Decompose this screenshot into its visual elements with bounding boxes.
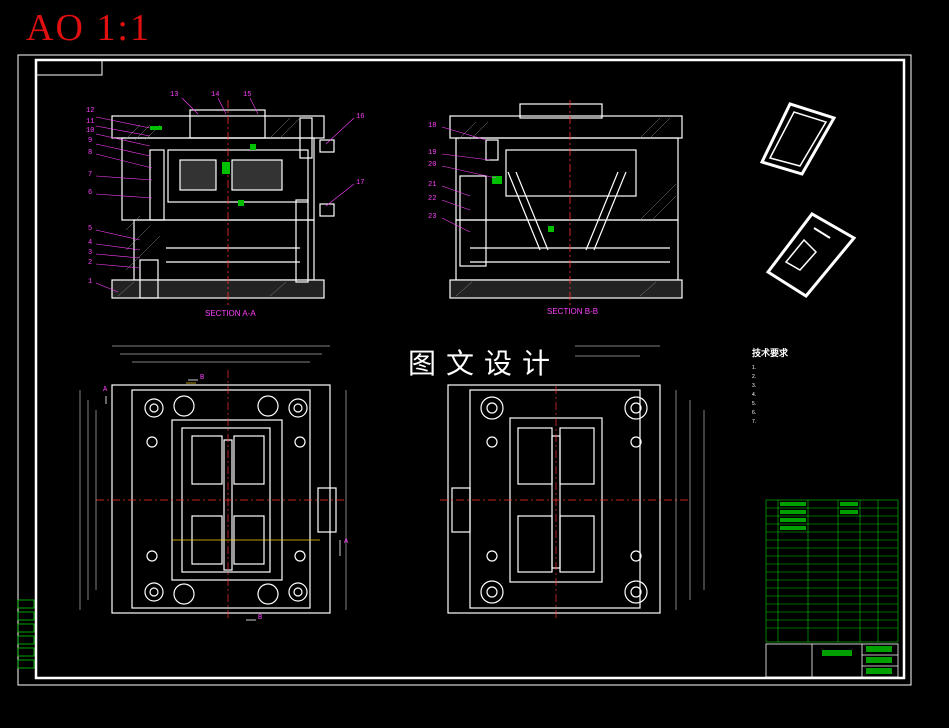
part-number-6: 6 (88, 189, 93, 197)
part-number-2: 2 (88, 259, 93, 267)
section-b-b-hatch (455, 117, 677, 297)
tech-requirements-list: 1. 2. 3. 4. 5. 6. 7. (752, 364, 900, 427)
part-number-4: 4 (88, 239, 93, 247)
part-number-22: 22 (428, 195, 437, 203)
plan-left-dimensions (79, 345, 347, 610)
plan-view-left-pins (144, 395, 308, 605)
cut-lines (105, 379, 341, 621)
part-number-16: 16 (356, 113, 365, 121)
part-number-23: 23 (428, 213, 437, 221)
plan-view-right-pins (480, 396, 648, 604)
section-b-b-view (449, 103, 683, 299)
cut-mark-a-bottom: A (344, 538, 349, 546)
section-a-a-view (111, 109, 335, 299)
tech-requirement-item: 3. (752, 383, 757, 389)
part-number-15: 15 (243, 91, 252, 99)
part-number-19: 19 (428, 149, 437, 157)
part-number-18: 18 (428, 122, 437, 130)
watermark-text: 图文设计 (393, 344, 575, 384)
title-block-fills (780, 502, 892, 674)
tech-requirements-title: 技术要求 (752, 348, 789, 358)
section-b-b-label: SECTION B-B (547, 307, 599, 316)
tech-requirement-item: 7. (752, 419, 757, 425)
tech-requirement-item: 5. (752, 401, 757, 407)
plan-left-yellow-marks (172, 382, 320, 541)
section-a-a-green-marks (150, 126, 256, 206)
plan-view-left (111, 384, 337, 614)
part-iso-2 (765, 212, 857, 298)
part-number-13: 13 (170, 91, 179, 99)
inner-frame (34, 58, 906, 680)
part-number-3: 3 (88, 249, 93, 257)
plan-view-right (447, 384, 661, 614)
part-number-11: 11 (86, 118, 95, 126)
part-number-21: 21 (428, 181, 437, 189)
section-b-b-green-marks (492, 176, 554, 232)
part-number-8: 8 (88, 149, 93, 157)
part-iso-1 (759, 102, 837, 176)
section-b-b-leaders (441, 126, 497, 233)
title-block (765, 499, 899, 643)
tech-requirement-item: 4. (752, 392, 757, 398)
sheet-title: AO 1:1 (26, 7, 151, 49)
title-block-bottom (765, 643, 899, 678)
part-number-10: 10 (86, 127, 95, 135)
tech-requirement-item: 6. (752, 410, 757, 416)
cut-mark-b-bottom: B (258, 614, 263, 622)
cut-mark-b-top: B (200, 374, 205, 382)
tech-requirement-item: 1. (752, 365, 757, 371)
part-number-1: 1 (88, 278, 93, 286)
part-number-5: 5 (88, 225, 93, 233)
section-a-a-leaders (95, 97, 355, 293)
part-number-20: 20 (428, 161, 437, 169)
section-a-a-label: SECTION A-A (205, 309, 256, 318)
outer-frame (17, 54, 912, 686)
part-number-9: 9 (88, 137, 93, 145)
part-number-12: 12 (86, 107, 95, 115)
cut-mark-a-top: A (103, 386, 108, 394)
part-number-14: 14 (211, 91, 220, 99)
left-margin-table (17, 599, 35, 669)
corner-tab (35, 59, 103, 76)
plan-right-dimensions (448, 345, 705, 610)
tech-requirement-item: 2. (752, 374, 757, 380)
part-number-7: 7 (88, 171, 93, 179)
part-number-17: 17 (356, 179, 365, 187)
